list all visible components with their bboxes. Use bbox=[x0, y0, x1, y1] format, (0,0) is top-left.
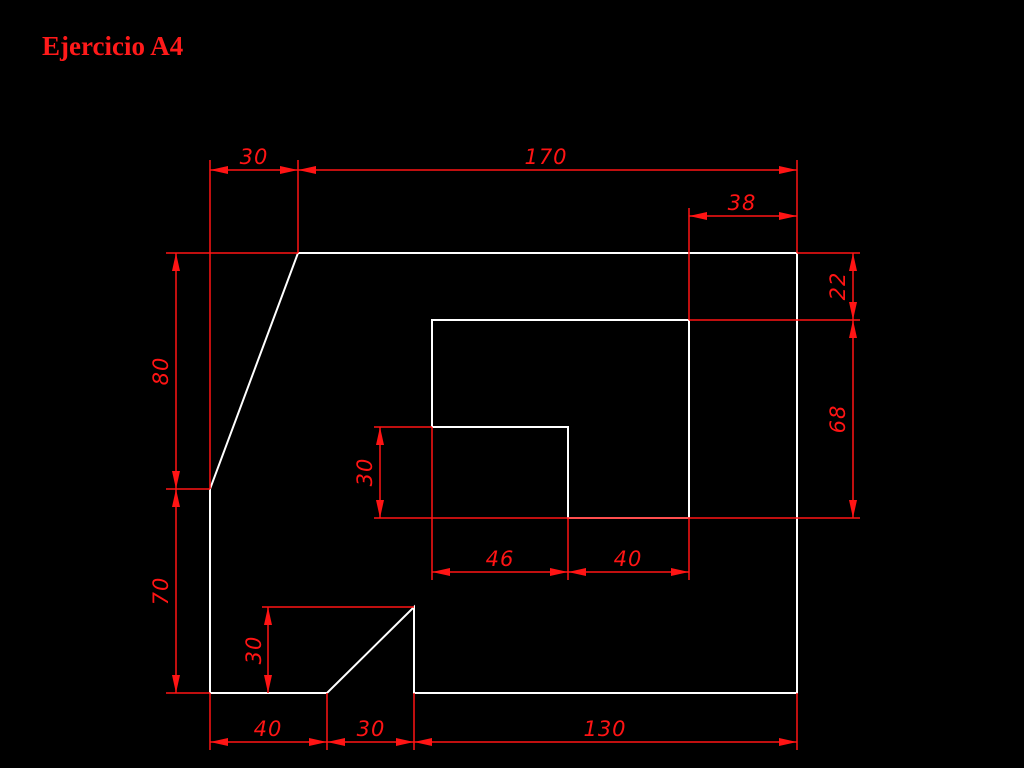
dimension-labels: 30 170 38 80 70 22 68 30 46 40 30 40 30 … bbox=[149, 145, 850, 741]
dim-top-total-width: 170 bbox=[524, 145, 567, 169]
part-outline bbox=[209, 252, 798, 694]
dimension-lines bbox=[166, 160, 860, 750]
dim-bottom-notch-height: 30 bbox=[242, 636, 266, 665]
dim-inner-step-height: 30 bbox=[353, 458, 377, 487]
dim-bottom-right-width: 130 bbox=[583, 717, 626, 741]
dim-top-right-inset: 38 bbox=[728, 191, 757, 215]
dim-left-upper-height: 80 bbox=[149, 357, 173, 386]
dim-top-left-width: 30 bbox=[240, 145, 269, 169]
dim-inner-right-width: 40 bbox=[614, 547, 643, 571]
inner-cutout bbox=[431, 319, 690, 519]
dim-right-inner-height: 68 bbox=[826, 405, 850, 434]
dim-left-lower-height: 70 bbox=[149, 577, 173, 606]
dim-right-top-height: 22 bbox=[826, 272, 850, 301]
dim-inner-step-width: 46 bbox=[486, 547, 515, 571]
dim-bottom-left-width: 40 bbox=[254, 717, 283, 741]
page-title: Ejercicio A4 bbox=[42, 31, 184, 61]
dim-bottom-chamfer-width: 30 bbox=[357, 717, 386, 741]
